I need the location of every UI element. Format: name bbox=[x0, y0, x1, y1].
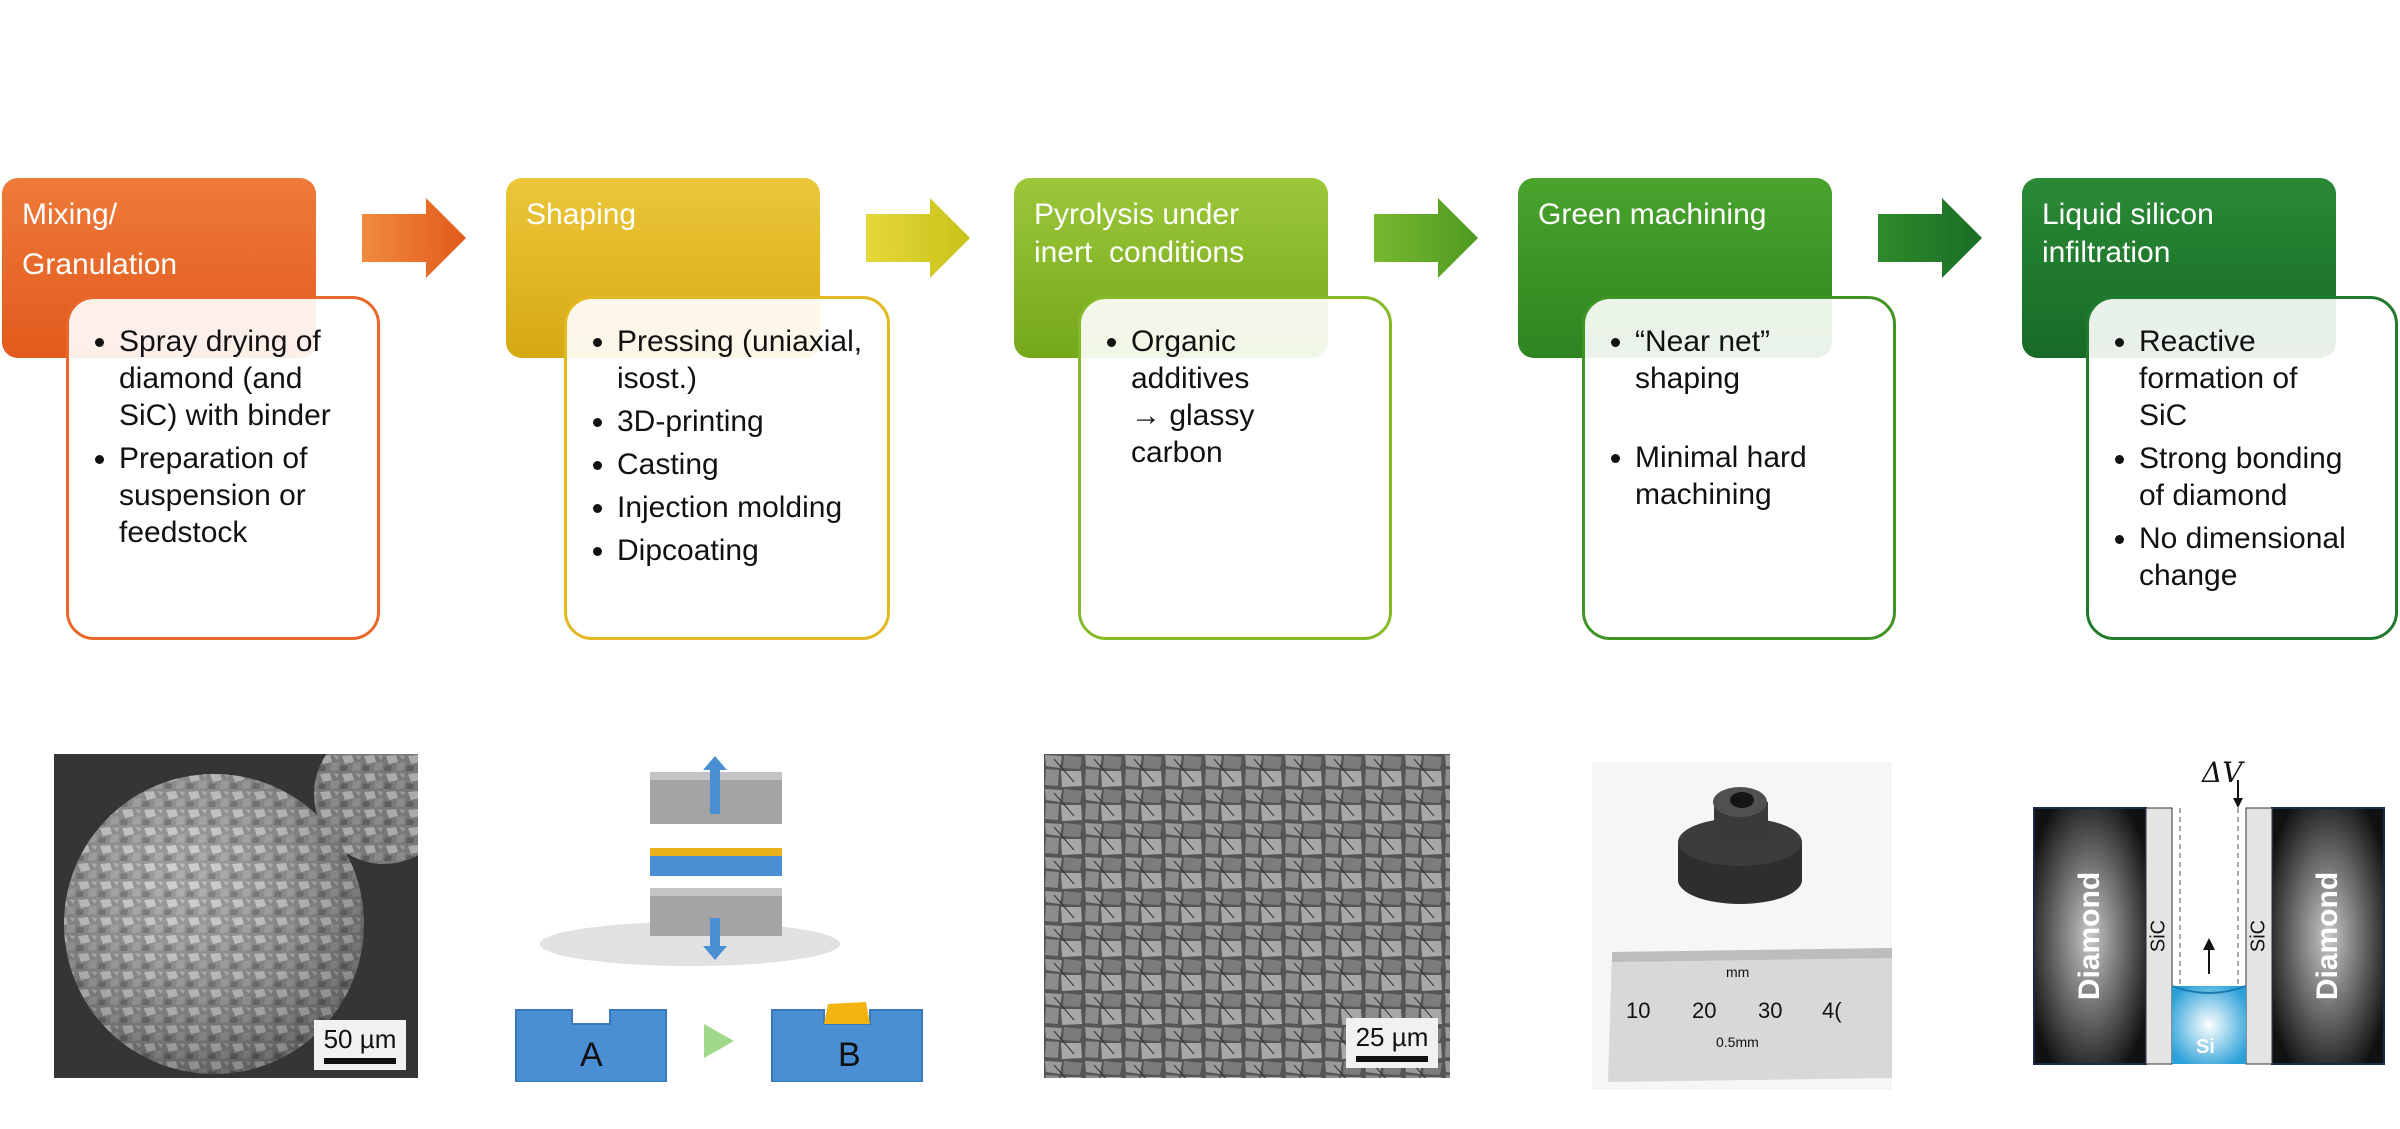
sic-right-label: SiC bbox=[2247, 919, 2270, 953]
sem-granule-scale-label: 50 µm bbox=[323, 1024, 397, 1054]
step-5-bullet: Strong bonding of diamond bbox=[2139, 440, 2359, 514]
machined-part-photo: mm 10 20 30 4( 0.5mm bbox=[1592, 762, 1892, 1090]
pressing-diagram: A B bbox=[510, 752, 930, 1082]
step-4-box: “Near net” shaping Minimal hard machinin… bbox=[1582, 296, 1896, 640]
step-2-bullet: Casting bbox=[617, 446, 869, 483]
step-2-box: Pressing (uniaxial, isost.) 3D-printing … bbox=[564, 296, 890, 640]
infiltration-diagram: ΔV Diamond Diamond SiC SiC Si bbox=[2032, 756, 2388, 1070]
ruler-number: 30 bbox=[1758, 998, 1783, 1023]
step-3-bullet: Organic additives → glassy carbon bbox=[1131, 323, 1281, 471]
step-2-bullet: Dipcoating bbox=[617, 532, 869, 569]
arrow-3-icon bbox=[1374, 198, 1478, 278]
sem-microstructure-image: 25 µm bbox=[1044, 754, 1450, 1078]
step-3-title-line: inert conditions bbox=[1034, 236, 1245, 269]
diamond-left-label: Diamond bbox=[2073, 871, 2106, 1001]
step-4-title-line: Green machining bbox=[1538, 198, 1767, 231]
sem-microstructure-scale-label: 25 µm bbox=[1355, 1022, 1429, 1052]
step-4-bullet: Minimal hard machining bbox=[1635, 439, 1875, 513]
sic-left-label: SiC bbox=[2147, 919, 2170, 953]
step-2-bullet: Injection molding bbox=[617, 489, 869, 526]
step-5-bullet: No dimensional change bbox=[2139, 520, 2377, 594]
ruler-caption: 0.5mm bbox=[1716, 1034, 1759, 1050]
step-2-bullet: Pressing (uniaxial, isost.) bbox=[617, 323, 869, 397]
sem-granule-image: 50 µm bbox=[54, 754, 418, 1078]
step-5-title-line: Liquid silicon bbox=[2042, 198, 2214, 231]
step-5-title-line: infiltration bbox=[2042, 236, 2171, 269]
arrow-1-icon bbox=[362, 198, 466, 278]
step-3-box: Organic additives → glassy carbon bbox=[1078, 296, 1392, 640]
ruler-number: 4( bbox=[1822, 998, 1842, 1023]
step-3-title-line: Pyrolysis under bbox=[1034, 198, 1240, 231]
step-2-title-line: Shaping bbox=[526, 198, 637, 231]
delta-v-label: ΔV bbox=[2202, 756, 2243, 789]
mold-b-label: B bbox=[838, 1036, 861, 1074]
si-label: Si bbox=[2196, 1036, 2215, 1058]
step-2-bullet: 3D-printing bbox=[617, 403, 869, 440]
step-1-box: Spray drying of diamond (and SiC) with b… bbox=[66, 296, 380, 640]
sem-microstructure-scale-bar: 25 µm bbox=[1346, 1018, 1438, 1068]
arrow-4-icon bbox=[1878, 198, 1982, 278]
step-5-bullet: Reactive formation of SiC bbox=[2139, 323, 2339, 434]
step-1-title-line: Granulation bbox=[22, 248, 178, 281]
ruler-unit-label: mm bbox=[1726, 964, 1750, 980]
sem-granule-scale-bar: 50 µm bbox=[314, 1020, 406, 1070]
step-1-bullet: Preparation of suspension or feedstock bbox=[119, 440, 359, 551]
ruler-number: 10 bbox=[1626, 998, 1651, 1023]
arrow-2-icon bbox=[866, 198, 970, 278]
mold-a-label: A bbox=[580, 1036, 603, 1074]
step-4-bullet: “Near net” shaping bbox=[1635, 323, 1805, 397]
step-5-box: Reactive formation of SiC Strong bonding… bbox=[2086, 296, 2398, 640]
step-1-bullet: Spray drying of diamond (and SiC) with b… bbox=[119, 323, 359, 434]
diamond-right-label: Diamond bbox=[2311, 871, 2344, 1001]
ruler-number: 20 bbox=[1692, 998, 1717, 1023]
step-1-title-line: Mixing/ bbox=[22, 198, 118, 231]
